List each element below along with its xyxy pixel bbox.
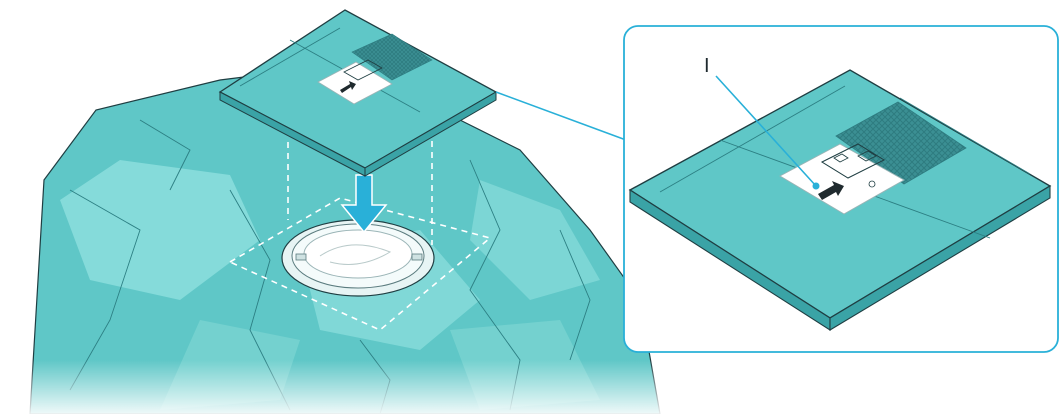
callout-connector xyxy=(496,92,626,140)
callout-letter: I xyxy=(704,55,710,77)
device-window-icon xyxy=(282,220,434,296)
